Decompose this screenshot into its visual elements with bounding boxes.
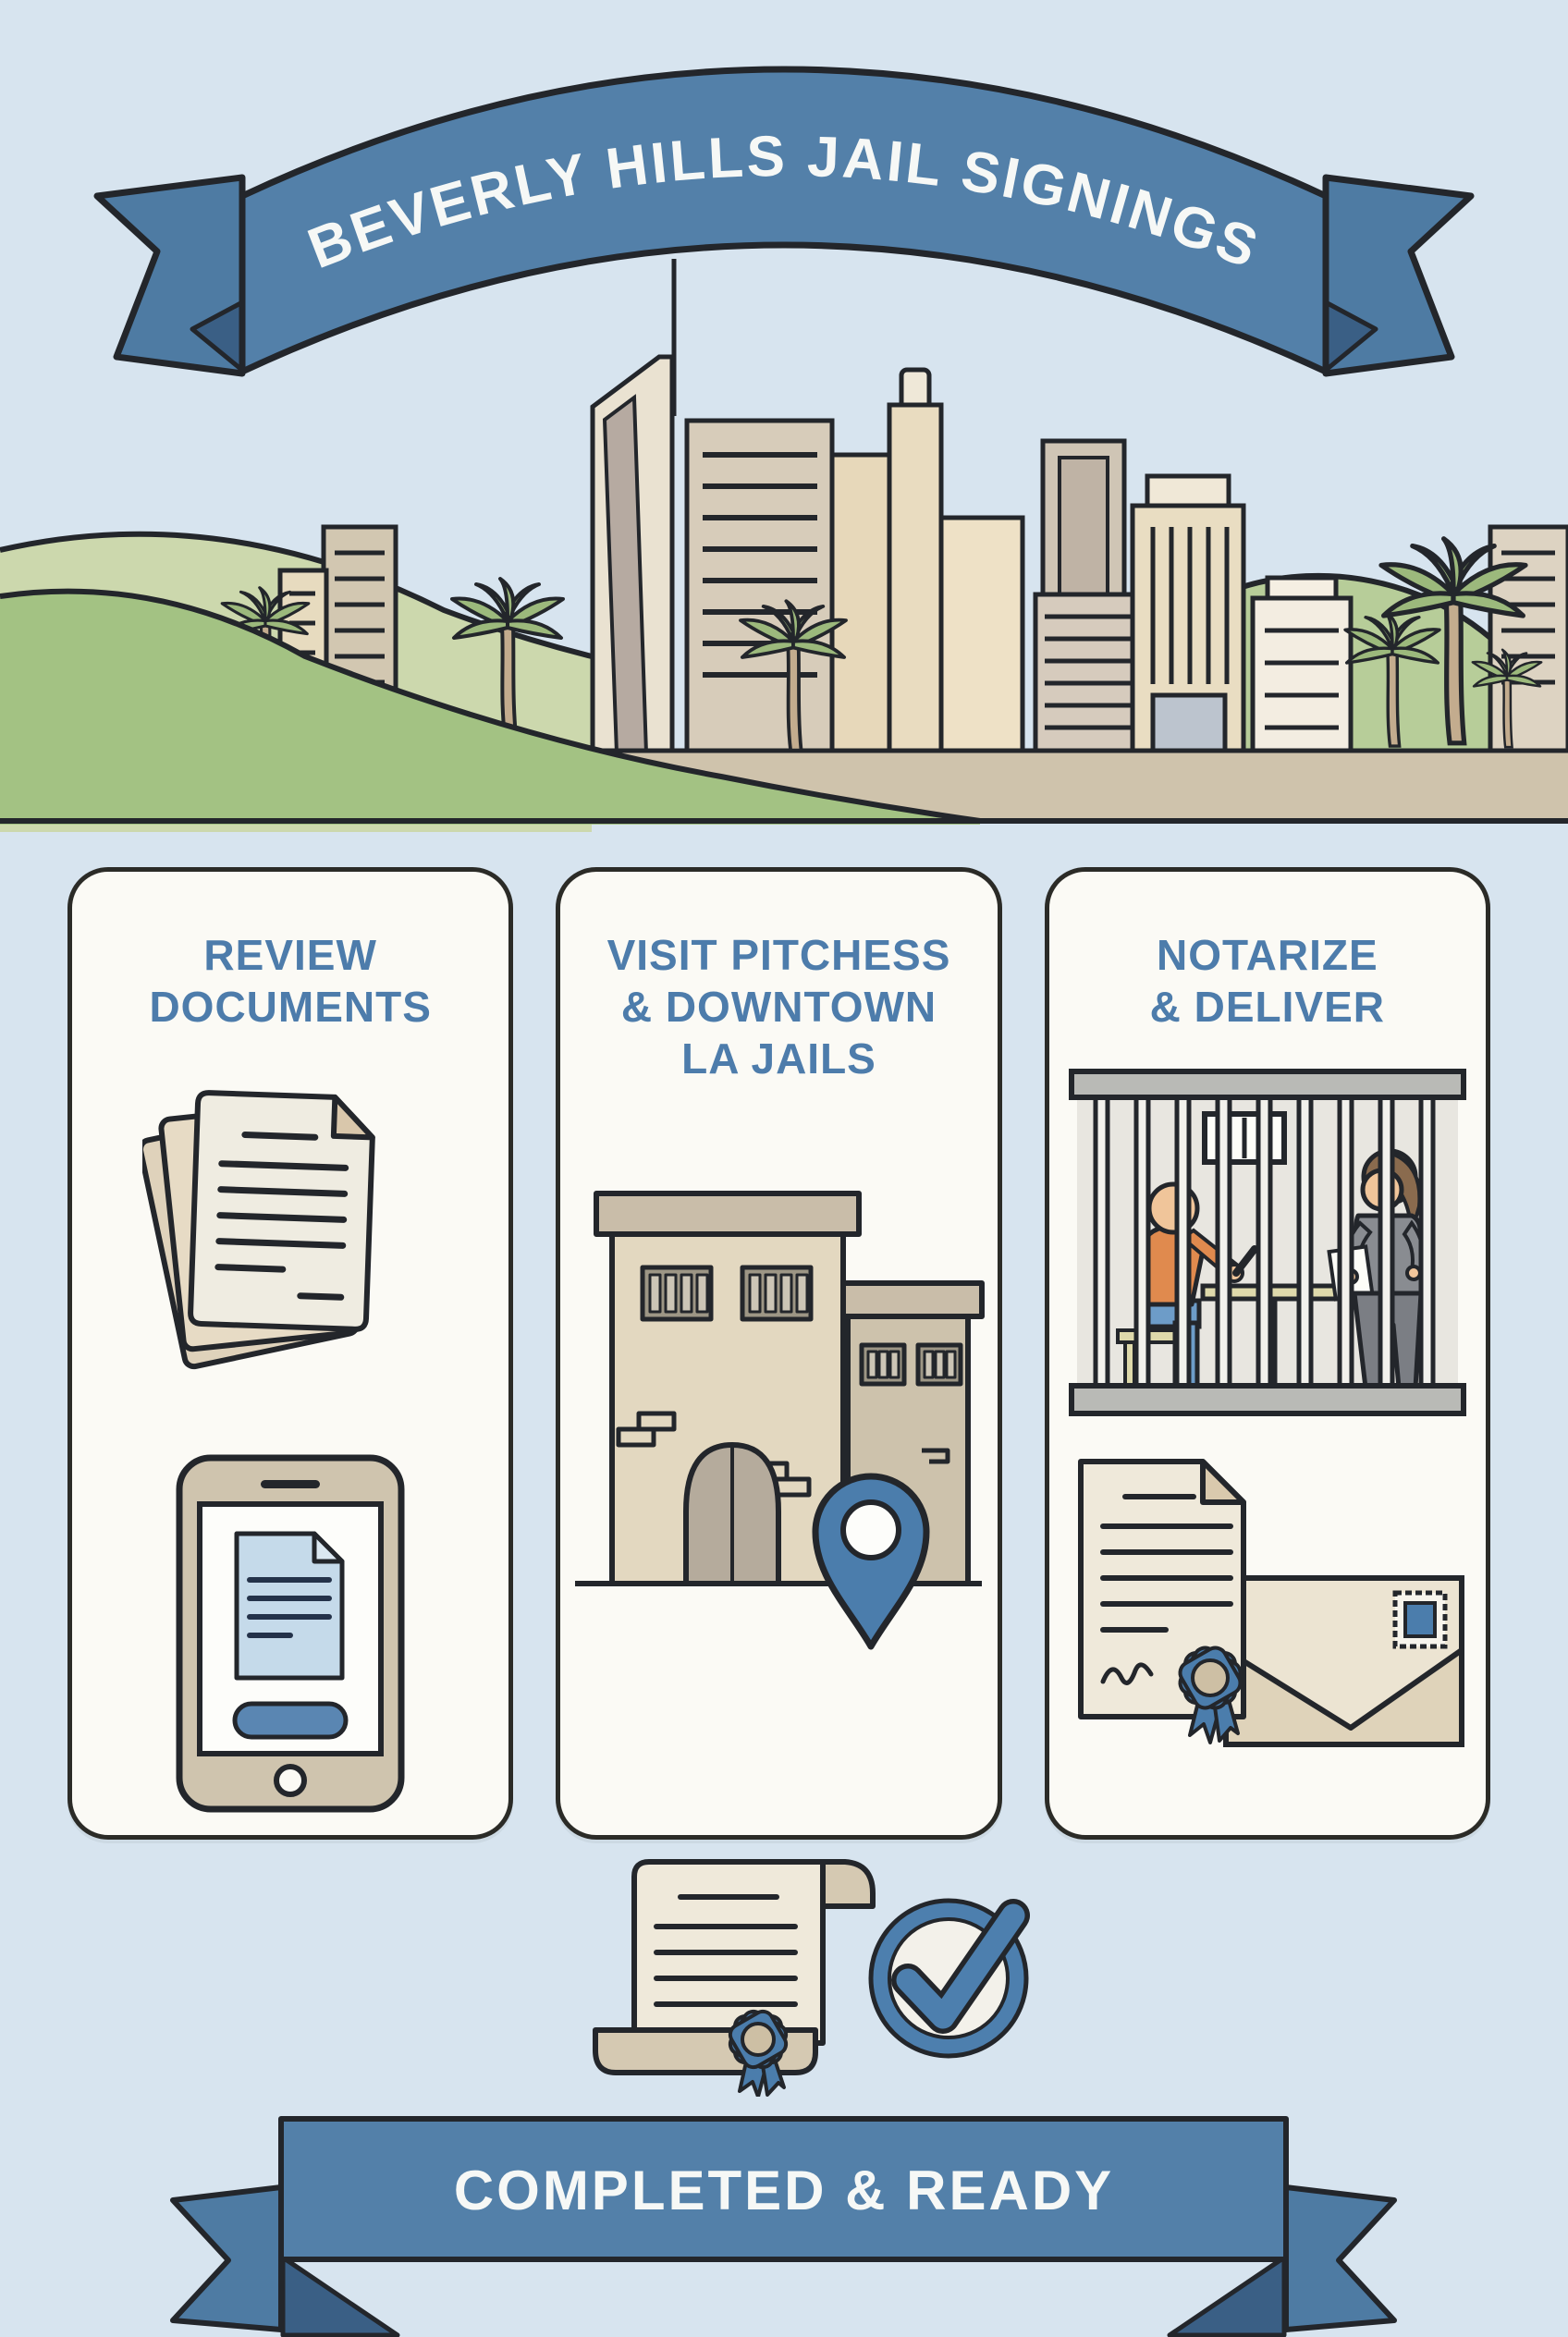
smartphone-document-icon (176, 1454, 405, 1813)
steps-row: REVIEW DOCUMENTS (67, 867, 1490, 1840)
jail-bars-icon (1068, 1069, 1466, 1417)
rosette-seal-icon (728, 2009, 789, 2097)
jail-cell-signing-icon (1068, 1069, 1466, 1417)
step-title: VISIT PITCHESS & DOWNTOWN LA JAILS (606, 931, 951, 1083)
step-card-notarize-deliver: NOTARIZE & DELIVER (1044, 867, 1490, 1840)
completion-icons (581, 1849, 1043, 2097)
step-card-review-documents: REVIEW DOCUMENTS (67, 867, 514, 1840)
step-card-visit-jails: VISIT PITCHESS & DOWNTOWN LA JAILS (556, 867, 1002, 1840)
envelope-icon (1222, 1575, 1464, 1748)
check-circle-icon (868, 1898, 1030, 2059)
ribbon-band (239, 66, 1329, 375)
scroll-certificate-icon (593, 1859, 876, 2097)
step-title: NOTARIZE & DELIVER (1149, 931, 1385, 1032)
footer-ribbon-banner: COMPLETED & READY (170, 2116, 1397, 2337)
stamp-icon (1392, 1590, 1448, 1649)
jail-building-icon (575, 1191, 986, 1650)
pen-icon (1231, 1245, 1258, 1278)
header-ribbon-banner: BEVERLY HILLS JAIL SIGNINGS (93, 66, 1475, 377)
skyline-buildings (277, 259, 1568, 756)
ribbon-tail-left (170, 2184, 284, 2332)
footer-banner-title: COMPLETED & READY (454, 2160, 1114, 2221)
document-stack-icon (142, 1090, 375, 1370)
ribbon-tail-right (1283, 2184, 1397, 2332)
front-hill (0, 591, 980, 825)
brick-detail (922, 1448, 950, 1464)
barred-window-icon (915, 1342, 963, 1387)
barred-window-icon (640, 1265, 714, 1322)
ribbon-band (278, 2116, 1289, 2262)
location-pin-icon (812, 1473, 930, 1650)
signature-icon (1100, 1662, 1154, 1686)
phone-home-button (274, 1764, 308, 1798)
notarized-certificate-envelope-icon (1077, 1459, 1464, 1748)
rosette-seal-icon (1178, 1646, 1243, 1745)
barred-window-icon (740, 1265, 814, 1322)
la-skyline-icon (0, 259, 1568, 832)
step-title: REVIEW DOCUMENTS (149, 931, 432, 1032)
phone-button (232, 1701, 349, 1740)
barred-window-icon (859, 1342, 907, 1387)
